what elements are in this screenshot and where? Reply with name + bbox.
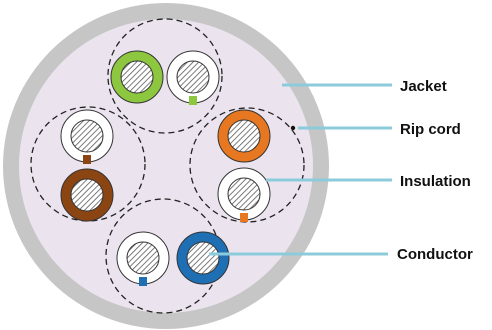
label-jacket: Jacket	[400, 78, 447, 95]
blue-pair	[116, 231, 230, 286]
leader-lines	[209, 83, 392, 256]
white-green-wire	[166, 50, 220, 105]
conductor	[126, 241, 160, 275]
conductor	[227, 177, 261, 211]
label-insulation: Insulation	[400, 173, 471, 190]
conductor	[176, 60, 210, 94]
conductor	[70, 178, 104, 212]
brown-wire	[60, 168, 114, 222]
brown-pair	[60, 109, 114, 222]
conductor	[120, 60, 154, 94]
conductor	[227, 119, 261, 153]
conductor	[186, 241, 220, 275]
white-orange-wire	[217, 167, 271, 222]
pair-boundary-right	[189, 107, 305, 223]
white-blue-wire	[116, 231, 170, 286]
green-pair	[110, 50, 220, 105]
white-brown-wire	[60, 109, 114, 164]
orange-wire	[217, 109, 271, 163]
pair-boundary-left	[30, 106, 146, 222]
conductor	[70, 119, 104, 153]
blue-stripe	[139, 277, 147, 286]
green-stripe	[189, 96, 197, 105]
rip-cord	[290, 125, 296, 131]
cable-interior	[19, 19, 313, 313]
orange-stripe	[240, 213, 248, 222]
pair-boundary-top	[107, 18, 223, 134]
brown-stripe	[83, 155, 91, 164]
label-conductor: Conductor	[397, 246, 473, 263]
green-wire	[110, 50, 164, 104]
blue-wire	[176, 231, 230, 285]
orange-pair	[217, 109, 271, 222]
label-rip-cord: Rip cord	[400, 121, 461, 138]
